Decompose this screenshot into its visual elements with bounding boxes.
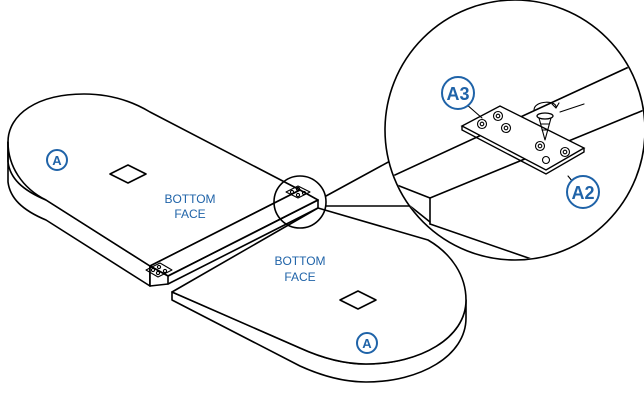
callout-a2-text: A2 bbox=[571, 183, 594, 203]
bottom-face-left-note: BOTTOM FACE bbox=[164, 192, 215, 221]
left-square-cutout bbox=[109, 164, 147, 184]
bottom-face-left-line1: BOTTOM bbox=[164, 192, 215, 206]
hinge-plate-lower bbox=[145, 262, 173, 278]
bottom-face-right-note: BOTTOM FACE bbox=[274, 254, 325, 284]
callout-a3: A3 bbox=[441, 76, 475, 110]
bottom-face-right-line2: FACE bbox=[284, 270, 315, 284]
callout-a2: A2 bbox=[566, 175, 600, 209]
right-square-cutout bbox=[339, 290, 377, 310]
callout-a-right-text: A bbox=[362, 336, 372, 351]
detail-hinge-plate bbox=[460, 105, 586, 175]
left-top-face bbox=[7, 93, 301, 267]
callout-a-right: A bbox=[356, 332, 378, 354]
bottom-face-right-line1: BOTTOM bbox=[274, 254, 325, 268]
hinge-plate-upper bbox=[285, 185, 311, 199]
detail-screw bbox=[533, 101, 585, 141]
bottom-face-left-line2: FACE bbox=[174, 207, 205, 221]
detail-bubble bbox=[384, 0, 644, 261]
callout-a-left: A bbox=[46, 149, 68, 171]
detail-source-circle bbox=[273, 175, 327, 229]
right-top-face bbox=[171, 207, 467, 365]
callout-a-left-text: A bbox=[52, 153, 62, 168]
callout-a3-text: A3 bbox=[446, 84, 469, 104]
right-table-top bbox=[171, 207, 467, 383]
